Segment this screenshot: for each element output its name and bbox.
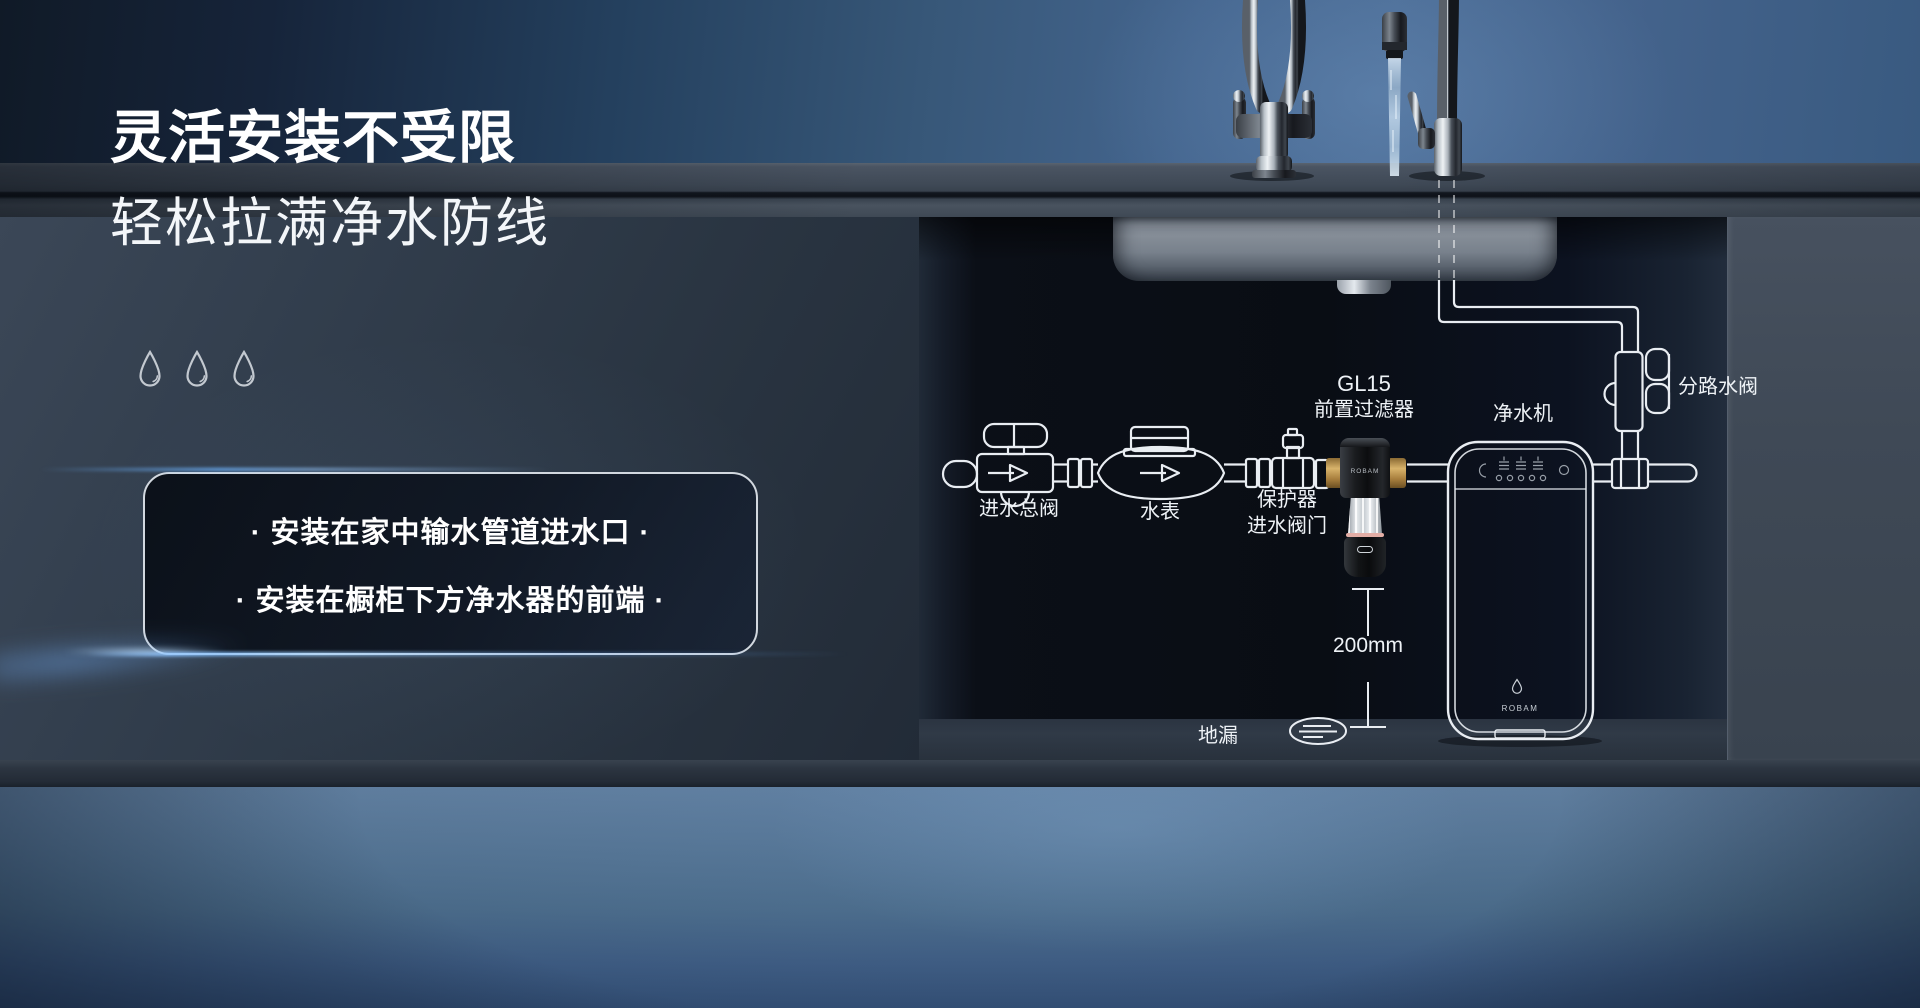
purifier-drawing [1446,440,1595,741]
filter-brand-text: ROBAM [1350,468,1380,475]
dashed-supply-lines [1438,180,1455,278]
label-prefilter-model: GL15 [1337,371,1391,396]
label-purifier: 净水机 [1493,403,1553,425]
label-clearance-200mm: 200mm [1332,634,1404,657]
branch-valve-drawing [1603,347,1671,433]
label-branch-valve: 分路水阀 [1678,376,1758,398]
kitchen-back-wall [0,0,1920,166]
undermount-sink-basin [1113,217,1557,281]
purifier-panel-icons [1478,456,1570,482]
water-drop-icon [186,350,208,387]
feature-box: · 安装在家中输水管道进水口 · · 安装在橱柜下方净水器的前端 · [143,472,758,655]
label-prefilter-name: 前置过滤器 [1314,399,1414,421]
label-floor-drain: 地漏 [1198,725,1238,747]
cabinet-base-rail [0,760,1920,787]
label-protector-valve: 保护器 进水阀门 [1247,487,1327,539]
water-stream [1388,58,1401,176]
purifier-brand-text: ROBAM [1501,704,1539,713]
floor-drain-icon [1289,717,1347,745]
droplet-icon-row [138,350,256,388]
brass-fitting-right [1388,458,1406,488]
brass-fitting-left [1326,458,1344,488]
faucet-right [1382,0,1462,176]
water-drop-icon [233,350,255,387]
filter-indicator-window [1357,546,1373,553]
purifier-shadow [1438,735,1602,747]
room-floor [0,787,1920,1008]
feature-bullet-1: · 安装在家中输水管道进水口 · [250,516,651,549]
filter-clear-cartridge [1348,498,1382,534]
faucet-left [1233,0,1315,178]
countertop [0,163,1920,217]
water-drop-icon [139,350,161,387]
protector-valve-drawing [1270,427,1330,490]
feature-bullet-2: · 安装在橱柜下方净水器的前端 · [235,584,666,617]
page-title: 灵活安装不受限 [110,106,516,170]
cabinet-right-panel [1727,217,1920,760]
label-water-meter: 水表 [1140,501,1180,523]
filter-bottom-cup [1344,537,1386,577]
pipework [941,280,1698,745]
label-prefilter: GL15 前置过滤器 [1314,371,1414,423]
label-protector-line2: 进水阀门 [1247,515,1327,537]
purifier-logo-drop-icon [1511,678,1523,694]
page-subtitle: 轻松拉满净水防线 [110,194,550,253]
dimension-200mm-lines [1350,588,1386,728]
filter-head: ROBAM [1340,438,1390,498]
label-main-inlet-valve: 进水总阀 [979,498,1059,520]
main-inlet-valve-drawing [941,422,1055,508]
label-protector-line1: 保护器 [1257,489,1317,511]
filter-seal-ring [1346,533,1384,537]
gl15-prefilter-product: ROBAM [1322,436,1422,580]
sink-drain-stub [1337,280,1391,294]
water-meter-drawing [1096,425,1226,501]
